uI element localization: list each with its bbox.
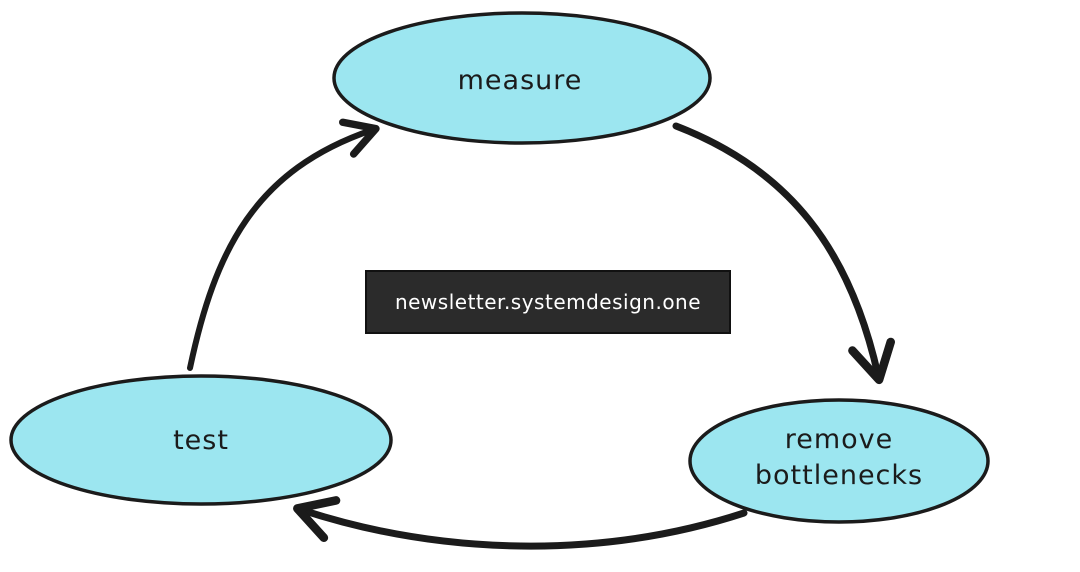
watermark-text: newsletter.systemdesign.one	[394, 290, 702, 314]
node-measure	[332, 11, 712, 145]
test-label: test	[173, 425, 229, 456]
arrow-test-to-measure	[187, 118, 380, 371]
measure-label: measure	[457, 65, 583, 96]
node-remove-bottlenecks	[688, 398, 990, 524]
arrow-remove-to-test	[293, 496, 748, 550]
arrow-measure-to-remove	[672, 122, 895, 385]
remove-label-line2: bottlenecks	[754, 460, 924, 491]
watermark-banner: newsletter.systemdesign.one	[365, 270, 731, 334]
remove-label-line1: remove	[784, 424, 894, 455]
node-test	[9, 374, 393, 506]
